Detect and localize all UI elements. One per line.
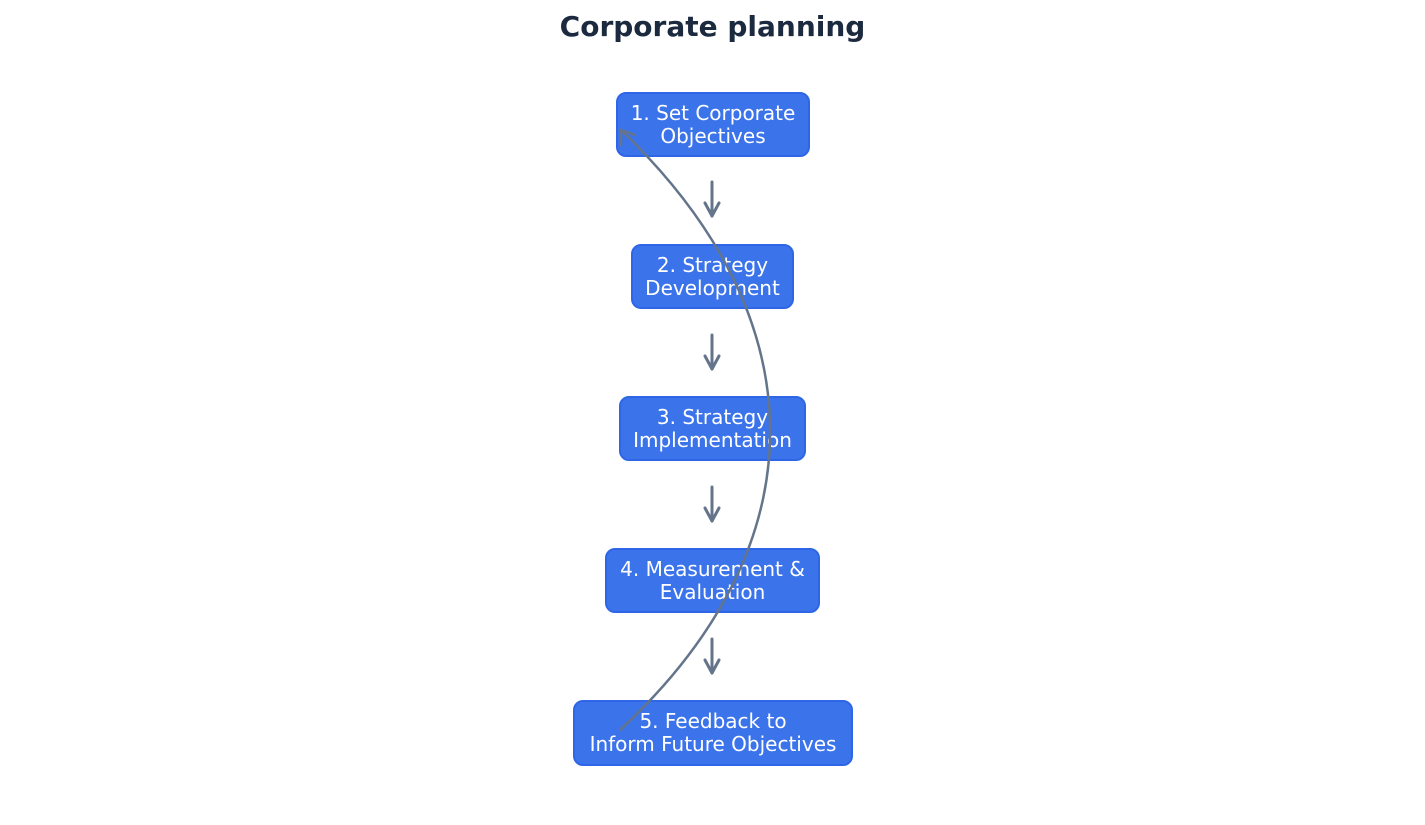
step-label-line2: Implementation (633, 427, 792, 452)
arrow-down-4-5 (703, 637, 721, 675)
step-label-line2: Objectives (660, 123, 766, 148)
step-box-strategy-development: 2. Strategy Development (631, 244, 794, 309)
step-label-line1: 2. Strategy (656, 252, 769, 277)
arrow-down-3-4 (703, 485, 721, 523)
step-label-line2: Inform Future Objectives (589, 732, 837, 756)
step-label-line2: Evaluation (659, 579, 766, 604)
step-box-set-objectives: 1. Set Corporate Objectives (616, 92, 810, 157)
arrow-down-1-2 (703, 180, 721, 218)
arrow-down-2-3 (703, 333, 721, 371)
step-box-feedback: 5. Feedback to Inform Future Objectives (573, 700, 853, 766)
step-box-measurement-evaluation: 4. Measurement & Evaluation (605, 548, 820, 613)
step-label-line1: 3. Strategy (656, 404, 769, 429)
step-box-strategy-implementation: 3. Strategy Implementation (619, 396, 806, 461)
step-label-line1: 1. Set Corporate (630, 100, 796, 125)
step-label-line1: 4. Measurement & (620, 556, 805, 581)
step-label-line2: Development (645, 275, 780, 300)
step-label-line1: 5. Feedback to (639, 709, 787, 733)
diagram-title: Corporate planning (559, 10, 866, 43)
